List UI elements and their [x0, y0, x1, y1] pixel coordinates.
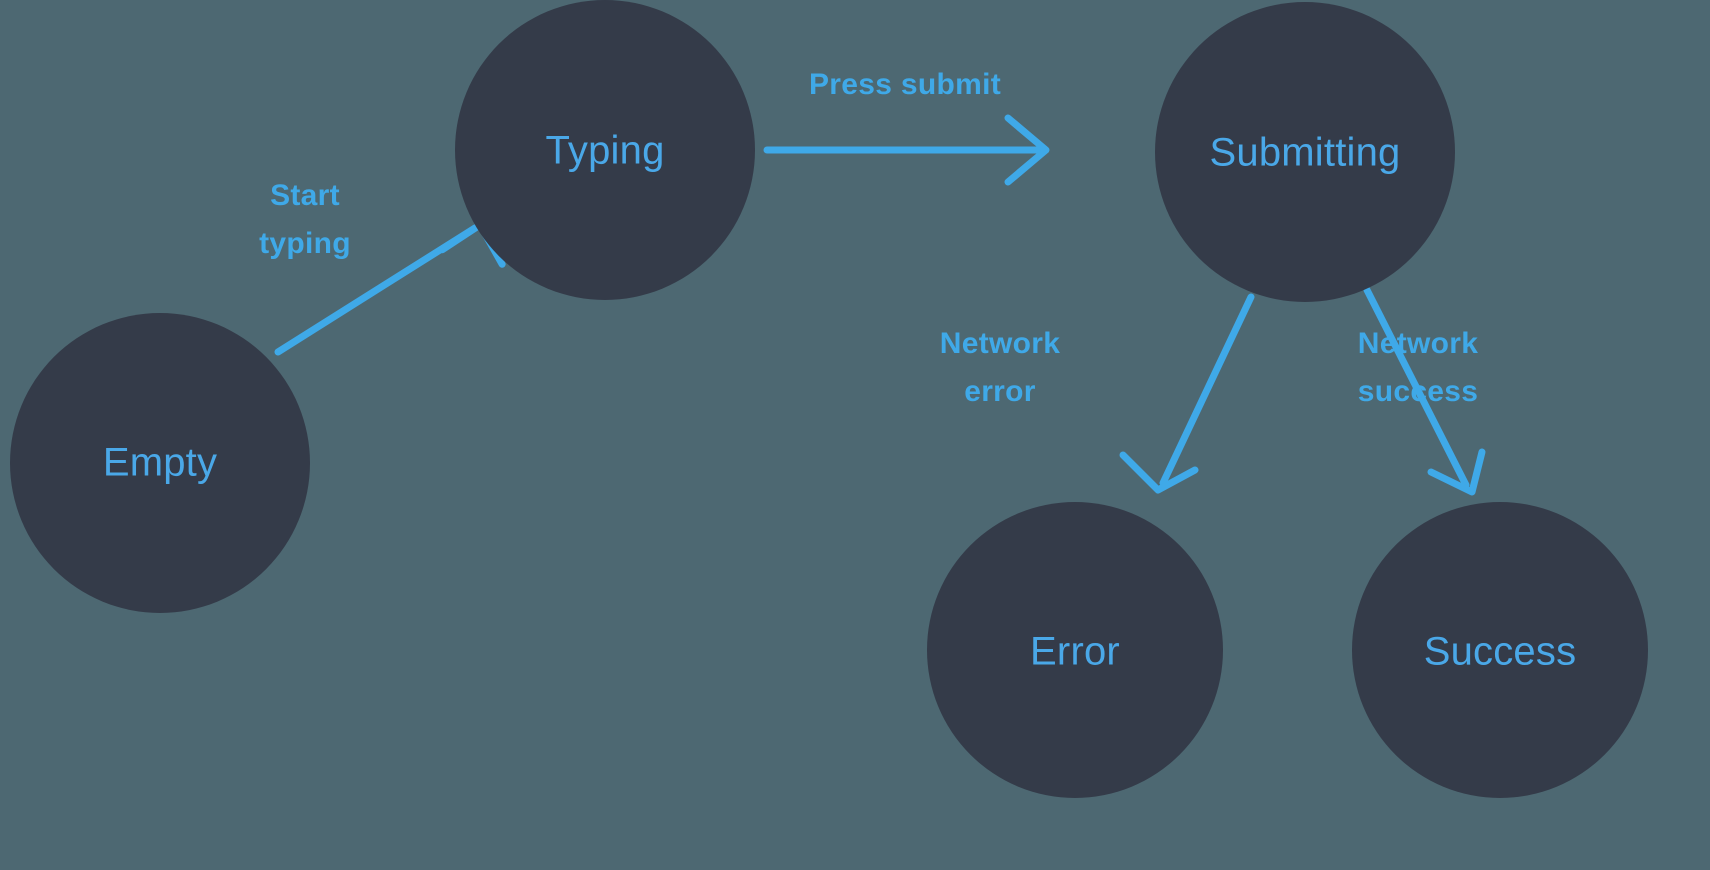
state-node-empty-label: Empty	[103, 441, 217, 485]
edge-typing-to-submitting	[763, 114, 1050, 186]
edge-label-typing-to-submitting-line-1: Press submit	[809, 68, 1001, 101]
edge-label-empty-to-typing-line-1: Start	[270, 179, 340, 212]
state-node-error[interactable]: Error	[927, 502, 1223, 798]
edge-submitting-to-success-line	[1363, 286, 1470, 489]
state-node-empty-circle[interactable]	[10, 313, 310, 613]
edge-label-submitting-to-success-line-1: Network	[1358, 327, 1478, 360]
state-node-submitting[interactable]: Submitting	[1155, 2, 1455, 302]
state-node-success-circle[interactable]	[1352, 502, 1648, 798]
edge-typing-to-submitting-arrowhead	[1004, 114, 1050, 186]
edge-label-submitting-to-success: Network success	[1358, 327, 1479, 408]
edge-label-submitting-to-success-line-2: success	[1358, 375, 1479, 408]
state-node-submitting-circle[interactable]	[1155, 2, 1455, 302]
state-node-error-circle[interactable]	[927, 502, 1223, 798]
state-node-typing[interactable]: Typing	[455, 0, 755, 300]
edge-label-submitting-to-error-line-1: Network	[940, 327, 1060, 360]
state-node-success[interactable]: Success	[1352, 502, 1648, 798]
edge-label-submitting-to-error-line-2: error	[964, 375, 1036, 408]
state-node-error-label: Error	[1030, 630, 1120, 674]
edge-submitting-to-success-arrowhead	[1427, 448, 1486, 496]
state-node-empty[interactable]: Empty	[10, 313, 310, 613]
edge-label-submitting-to-error: Network error	[940, 327, 1060, 408]
state-node-typing-circle[interactable]	[455, 0, 755, 300]
state-node-submitting-label: Submitting	[1210, 131, 1401, 175]
state-node-success-label: Success	[1424, 630, 1577, 674]
edge-submitting-to-error-arrowhead	[1119, 451, 1199, 494]
state-node-typing-label: Typing	[545, 129, 664, 173]
edge-submitting-to-error	[1119, 293, 1255, 494]
edge-label-empty-to-typing-line-2: typing	[259, 227, 351, 260]
edge-submitting-to-success	[1363, 286, 1486, 496]
edge-label-empty-to-typing: Start typing	[259, 179, 351, 260]
edge-label-typing-to-submitting: Press submit	[809, 68, 1001, 101]
edge-submitting-to-error-line	[1159, 293, 1255, 487]
